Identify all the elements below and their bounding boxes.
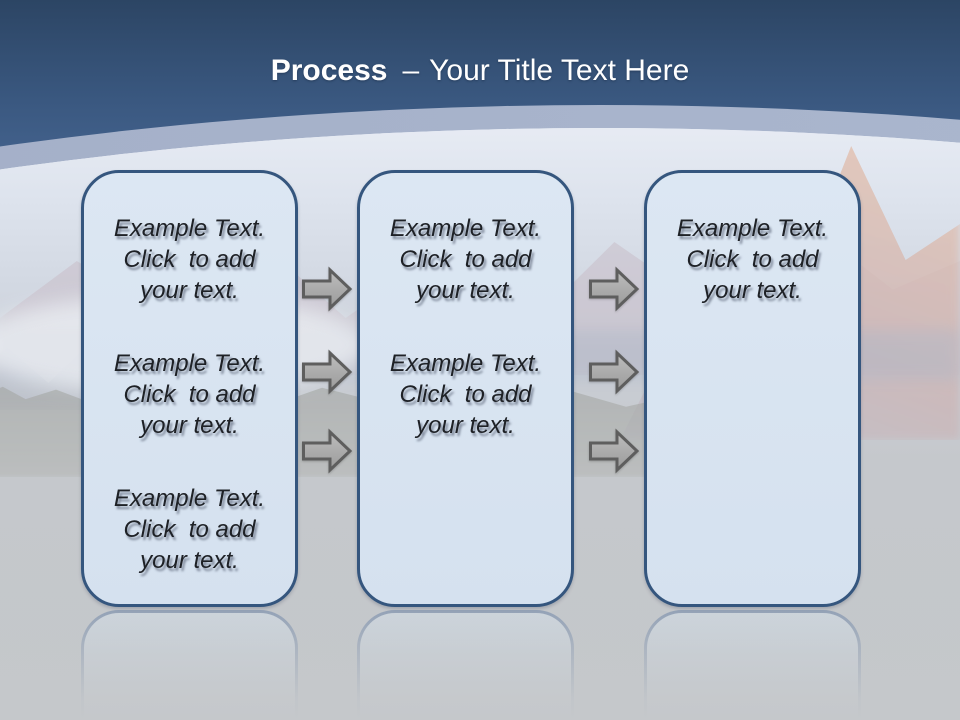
- process-box-3[interactable]: Example Text. Click to add your text.: [644, 170, 861, 607]
- right-arrow-icon: [588, 428, 640, 474]
- right-arrow-icon: [588, 266, 640, 312]
- right-arrow-icon: [301, 266, 353, 312]
- right-arrow-icon: [588, 349, 640, 395]
- reflection-fade: [0, 608, 960, 720]
- right-arrow-icon: [301, 428, 353, 474]
- process-box-1[interactable]: Example Text. Click to add your text. Ex…: [81, 170, 298, 607]
- placeholder-text[interactable]: Example Text. Click to add your text.: [676, 215, 829, 304]
- right-arrow-icon: [301, 349, 353, 395]
- title-text: Your Title Text Here: [429, 54, 690, 87]
- slide-title[interactable]: Process–Your Title Text Here: [0, 50, 960, 92]
- placeholder-text[interactable]: Example Text. Click to add your text.: [113, 485, 266, 574]
- placeholder-text[interactable]: Example Text. Click to add your text.: [389, 350, 542, 439]
- placeholder-text[interactable]: Example Text. Click to add your text.: [389, 215, 542, 304]
- process-box-2[interactable]: Example Text. Click to add your text. Ex…: [357, 170, 574, 607]
- placeholder-text[interactable]: Example Text. Click to add your text.: [113, 350, 266, 439]
- placeholder-text[interactable]: Example Text. Click to add your text.: [113, 215, 266, 304]
- title-keyword: Process: [270, 54, 388, 87]
- title-separator: –: [402, 54, 420, 87]
